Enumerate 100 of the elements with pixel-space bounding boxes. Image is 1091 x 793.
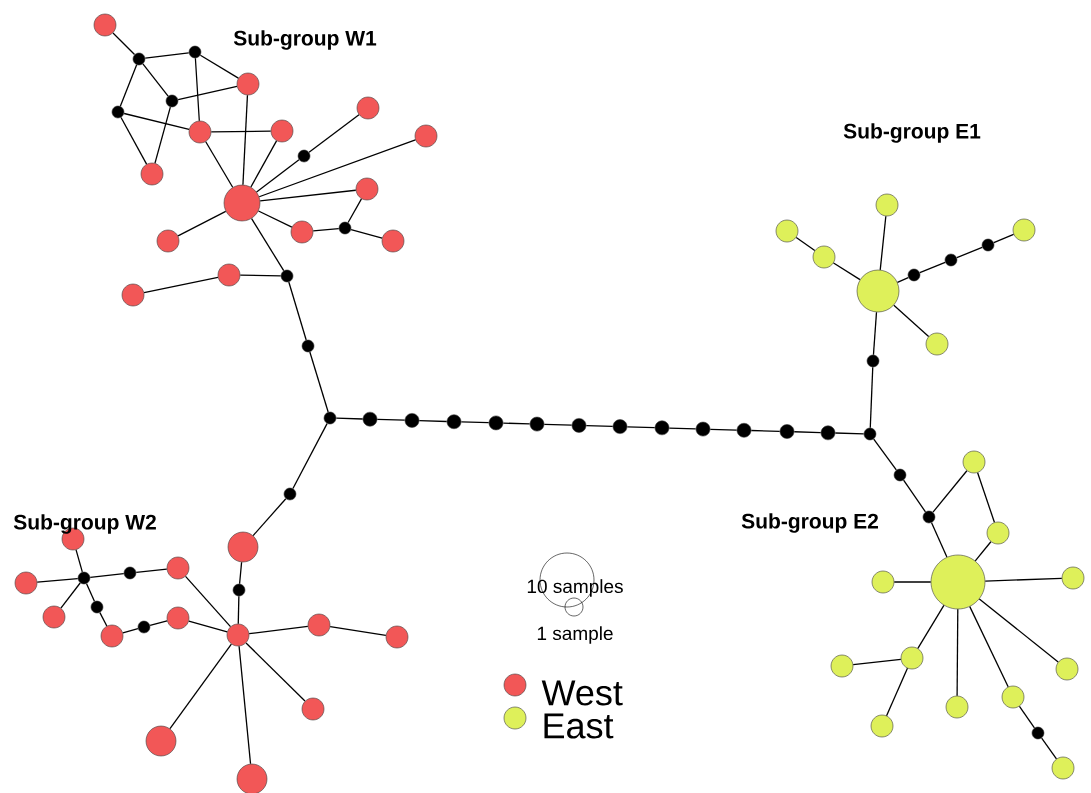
haplotype-circle — [871, 570, 895, 594]
link-line — [709, 428, 738, 431]
link-line — [250, 140, 278, 188]
link-line — [255, 159, 300, 193]
link-line — [120, 116, 148, 165]
link-line — [238, 645, 252, 765]
link-line — [308, 114, 360, 153]
link-line — [135, 568, 168, 573]
median-vector-dot — [529, 416, 545, 432]
link-line — [626, 426, 656, 429]
haplotype-circle — [217, 263, 241, 287]
link-line — [252, 498, 287, 537]
link-line — [930, 522, 948, 558]
link-line — [169, 643, 232, 730]
haplotype-circle — [140, 162, 164, 186]
link-line — [123, 112, 190, 130]
haplotype-circle — [414, 124, 438, 148]
link-line — [872, 311, 878, 356]
link-line — [112, 32, 136, 56]
link-line — [245, 642, 306, 702]
link-line — [879, 215, 887, 271]
link-line — [893, 304, 930, 338]
haplotype-circle — [100, 624, 124, 648]
haplotype-circle — [830, 654, 854, 678]
link-line — [292, 422, 328, 490]
link-line — [154, 106, 171, 164]
link-line — [309, 351, 329, 413]
link-line — [288, 281, 307, 341]
haplotype-circle — [945, 695, 969, 719]
haplotype-circle — [156, 229, 180, 253]
link-line — [885, 667, 909, 717]
link-line — [1041, 737, 1058, 760]
link-line — [142, 63, 169, 97]
link-line — [199, 54, 239, 79]
haplotype-circle — [812, 245, 836, 269]
link-line — [1018, 705, 1036, 729]
link-line — [75, 549, 83, 573]
group-label: Sub-group W1 — [233, 30, 377, 50]
link-line — [917, 604, 945, 649]
link-line — [312, 227, 340, 232]
haplotype-circle — [1001, 685, 1025, 709]
haplotype-circle — [355, 177, 379, 201]
link-line — [258, 139, 417, 198]
link-line — [347, 198, 363, 224]
median-vector-dot — [571, 418, 587, 433]
link-line — [257, 210, 293, 228]
link-line — [99, 611, 108, 627]
group-label: Sub-group E1 — [843, 123, 981, 143]
link-line — [184, 575, 232, 628]
link-line — [873, 438, 897, 471]
legend-label: East — [544, 713, 614, 739]
link-line — [119, 64, 138, 107]
haplotype-circle — [1012, 218, 1036, 242]
median-vector-dot — [362, 411, 378, 427]
haplotype-circle — [145, 725, 177, 757]
link-line — [543, 423, 573, 426]
median-vector-dot — [820, 425, 836, 441]
link-line — [974, 541, 992, 562]
link-line — [418, 420, 448, 423]
link-line — [60, 582, 81, 609]
link-line — [832, 262, 861, 281]
group-label: Sub-group E2 — [741, 513, 878, 533]
haplotype-circle — [356, 96, 380, 120]
link-line — [239, 274, 282, 277]
haplotype-circle — [870, 714, 894, 738]
link-line — [750, 429, 781, 432]
median-vector-dot — [695, 421, 711, 437]
link-line — [668, 427, 697, 430]
haplotype-circle — [1051, 756, 1075, 780]
haplotype-circle — [223, 184, 261, 222]
link-line — [238, 561, 243, 585]
haplotype-circle — [775, 219, 799, 243]
link-line — [188, 620, 228, 633]
link-line — [896, 276, 909, 283]
haplotype-circle — [1061, 566, 1085, 590]
median-vector-dot — [654, 420, 670, 436]
median-vector-dot — [612, 419, 628, 434]
haplotype-circle — [226, 623, 250, 647]
median-vector-dot — [779, 424, 795, 439]
link-line — [977, 472, 996, 523]
median-vector-dot — [488, 415, 504, 431]
median-vector-dot — [446, 414, 462, 429]
haplotype-circle — [986, 521, 1010, 545]
haplotype-circle — [227, 531, 259, 563]
link-line — [177, 210, 227, 237]
haplotype-circle — [121, 283, 145, 307]
link-line — [919, 261, 946, 274]
median-vector-dot — [404, 413, 420, 428]
link-line — [205, 141, 234, 188]
legend-label: 10 samples — [527, 579, 623, 597]
link-line — [144, 52, 190, 59]
link-line — [248, 625, 309, 635]
haplotype-circle — [236, 763, 268, 793]
haplotype-circle — [270, 119, 294, 143]
link-line — [350, 229, 383, 239]
link-line — [793, 431, 822, 434]
link-line — [978, 598, 1059, 663]
link-line — [259, 189, 357, 202]
haplotype-circle — [1055, 657, 1079, 681]
link-line — [585, 424, 614, 428]
